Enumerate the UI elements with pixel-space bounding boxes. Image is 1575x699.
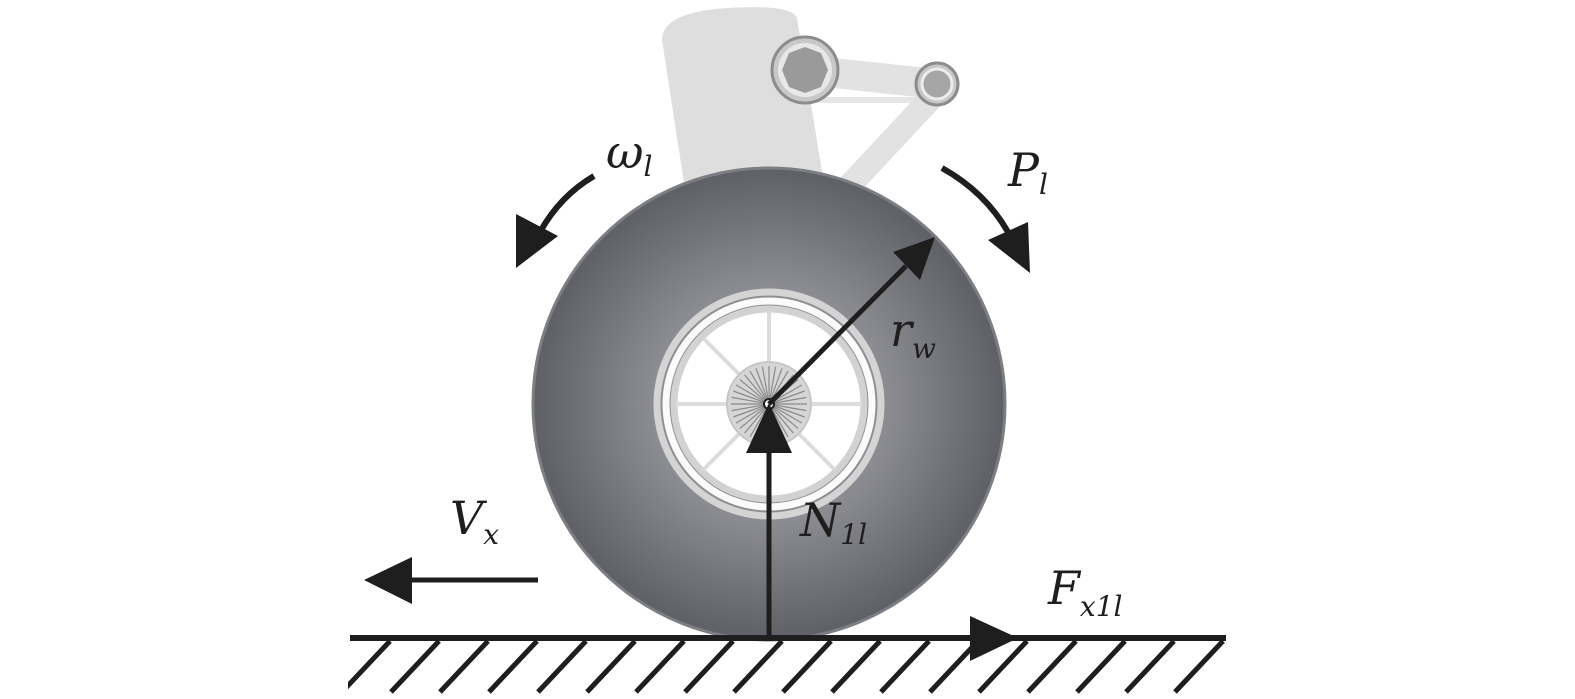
ground-hatch-mark	[536, 640, 588, 694]
hub-ray	[735, 384, 770, 405]
ground-hatch-mark	[1173, 640, 1225, 694]
hub-ray	[761, 366, 770, 405]
omega-label: ωl	[606, 125, 652, 183]
hub-ray	[768, 396, 807, 405]
friction-force-arrow	[970, 616, 1018, 661]
hub-ray	[731, 396, 770, 405]
hub-ray	[739, 403, 770, 429]
hub-ray	[755, 368, 770, 405]
ground-hatch-mark	[683, 640, 735, 694]
hub-ray	[744, 403, 770, 434]
hub-ray	[749, 370, 770, 405]
radius-arrow	[767, 237, 935, 406]
velocity-arrow	[364, 557, 538, 604]
normal-force-label: N1l	[799, 493, 867, 551]
hub-ray	[768, 403, 789, 438]
hub-ray	[749, 403, 770, 438]
hub-ray	[739, 379, 770, 405]
hub-ray	[731, 403, 770, 412]
torque-label: Pl	[1007, 143, 1048, 201]
ground-hatch-mark	[634, 640, 686, 694]
ground-hatch-mark	[830, 640, 882, 694]
hub-ray	[735, 403, 770, 424]
ground-hatch-mark	[781, 640, 833, 694]
friction-force-label: Fx1l	[1047, 561, 1122, 623]
ground-hatch-mark	[487, 640, 539, 694]
hub-ray	[768, 366, 777, 405]
radius-label: rw	[890, 303, 936, 365]
ground-hatch-mark	[585, 640, 637, 694]
ground-hatch-mark	[879, 640, 931, 694]
hub-ray	[733, 403, 770, 418]
ground-hatch-mark	[732, 640, 784, 694]
hub-ray	[768, 403, 803, 424]
hub-ray	[768, 403, 807, 412]
hub-ray	[768, 403, 805, 418]
ground	[348, 635, 1226, 694]
torque-arrow	[940, 165, 1030, 273]
labels: ωl Pl rw Vx N1l Fx1l	[450, 125, 1122, 623]
ground-hatch-mark	[348, 640, 392, 690]
hub-ray	[768, 403, 794, 434]
pivot-small	[914, 61, 960, 107]
hub-ray	[768, 403, 799, 429]
ground-hatch-mark	[1124, 640, 1176, 694]
pivot-large	[770, 35, 840, 105]
landing-gear-strut	[662, 7, 960, 207]
ground-hatch-mark	[977, 640, 1029, 694]
hub-ray	[733, 390, 770, 405]
ground-hatch-mark	[389, 640, 441, 694]
hub-ray	[768, 390, 805, 405]
ground-hatch-mark	[1026, 640, 1078, 694]
hub-ray	[768, 368, 783, 405]
velocity-label: Vx	[450, 491, 499, 551]
torque-link-diagonal	[829, 83, 946, 207]
angular-velocity-arrow	[516, 173, 596, 268]
arrows	[364, 165, 1030, 661]
hub-ray	[744, 374, 770, 405]
ground-hatch-mark	[1075, 640, 1127, 694]
normal-force-arrow	[746, 403, 792, 636]
ground-hatch-mark	[438, 640, 490, 694]
